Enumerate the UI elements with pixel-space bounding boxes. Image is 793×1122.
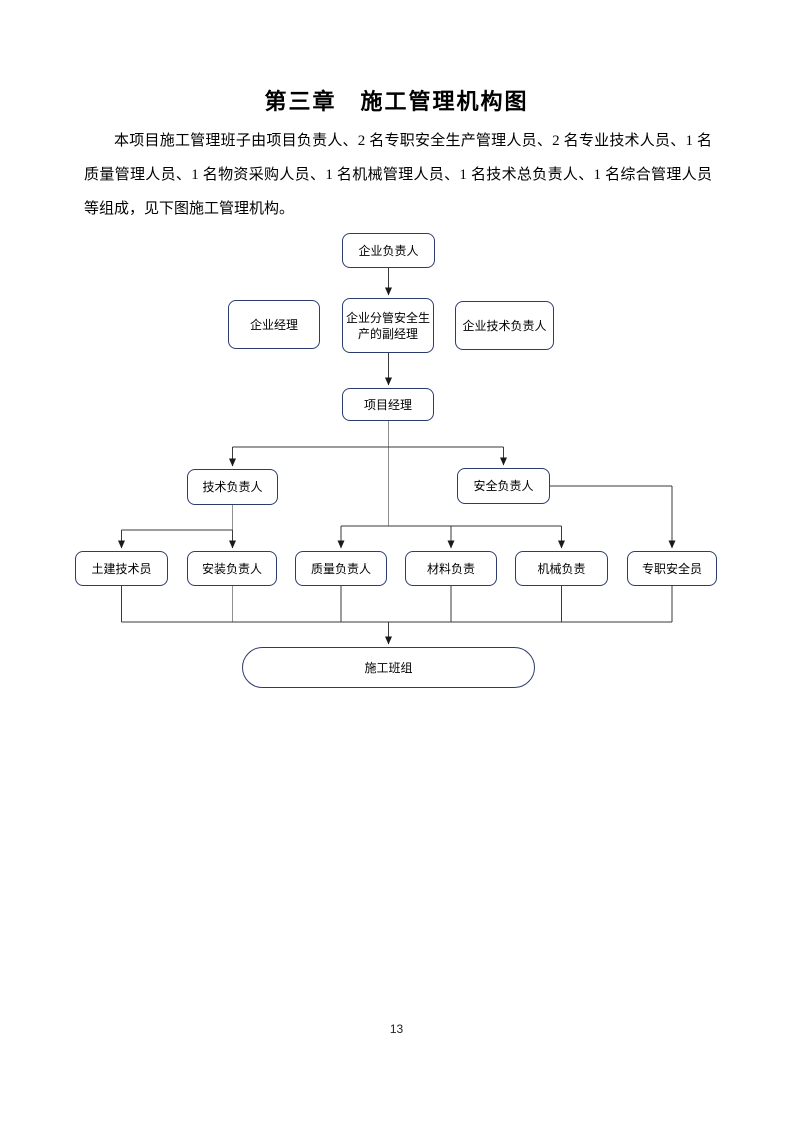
intro-paragraph: 本项目施工管理班子由项目负责人、2 名专职安全生产管理人员、2 名专业技术人员、… — [84, 133, 712, 217]
node-tujian-jishuyuan: 土建技术员 — [75, 551, 168, 586]
node-jishu-fuzeren: 技术负责人 — [187, 469, 278, 505]
node-zhiliang-fuzeren: 质量负责人 — [295, 551, 387, 586]
chapter-title: 第三章 施工管理机构图 — [264, 89, 529, 114]
node-fenguan-fujingli: 企业分管安全生产的副经理 — [342, 298, 434, 353]
node-jixie-fuze: 机械负责 — [515, 551, 608, 586]
node-zhuanzhi-anquanyuan: 专职安全员 — [627, 551, 717, 586]
node-qiye-jishu-fuzeren: 企业技术负责人 — [455, 301, 554, 350]
node-anquan-fuzeren: 安全负责人 — [457, 468, 550, 504]
page-number: 13 — [389, 1022, 404, 1036]
node-anzhuang-fuzeren: 安装负责人 — [187, 551, 277, 586]
node-qiye-fuzeren: 企业负责人 — [342, 233, 435, 268]
node-xiangmu-jingli: 项目经理 — [342, 388, 434, 421]
node-shigong-banzu: 施工班组 — [242, 647, 535, 688]
node-qiye-jingli: 企业经理 — [228, 300, 320, 349]
node-cailiao-fuze: 材料负责 — [405, 551, 497, 586]
